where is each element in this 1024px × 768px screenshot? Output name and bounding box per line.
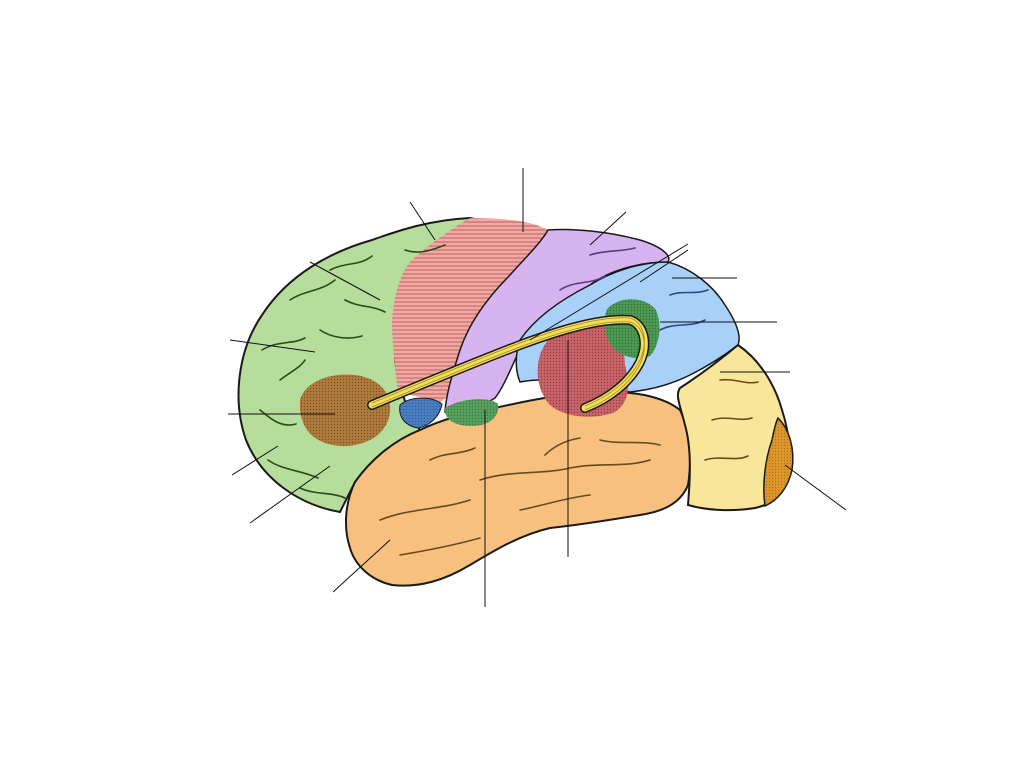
leader-line-17 bbox=[784, 464, 847, 511]
leader-line-6 bbox=[231, 445, 279, 476]
broca-area-region bbox=[299, 374, 391, 446]
temporal-sulci bbox=[379, 437, 661, 556]
somatosensory-cortex-region bbox=[444, 228, 670, 413]
leader-line-2 bbox=[409, 201, 436, 241]
frontal-sulci bbox=[259, 244, 446, 499]
leader-line-7 bbox=[249, 465, 331, 524]
leader-line-8 bbox=[332, 539, 391, 593]
leader-line-4 bbox=[229, 339, 316, 353]
leader-line-3 bbox=[309, 261, 381, 301]
occipital-sulci bbox=[704, 378, 759, 461]
leader-line-11 bbox=[589, 211, 627, 246]
insula-region bbox=[399, 397, 443, 429]
occipital-lobe-region bbox=[676, 343, 791, 512]
leader-lines bbox=[228, 168, 847, 607]
visual-cortex-texture bbox=[763, 418, 793, 506]
motor-cortex-hatch bbox=[392, 218, 548, 402]
arcuate-fasciculus-tract bbox=[367, 314, 650, 413]
leader-line-12 bbox=[529, 243, 689, 341]
leader-line-13 bbox=[639, 249, 689, 283]
